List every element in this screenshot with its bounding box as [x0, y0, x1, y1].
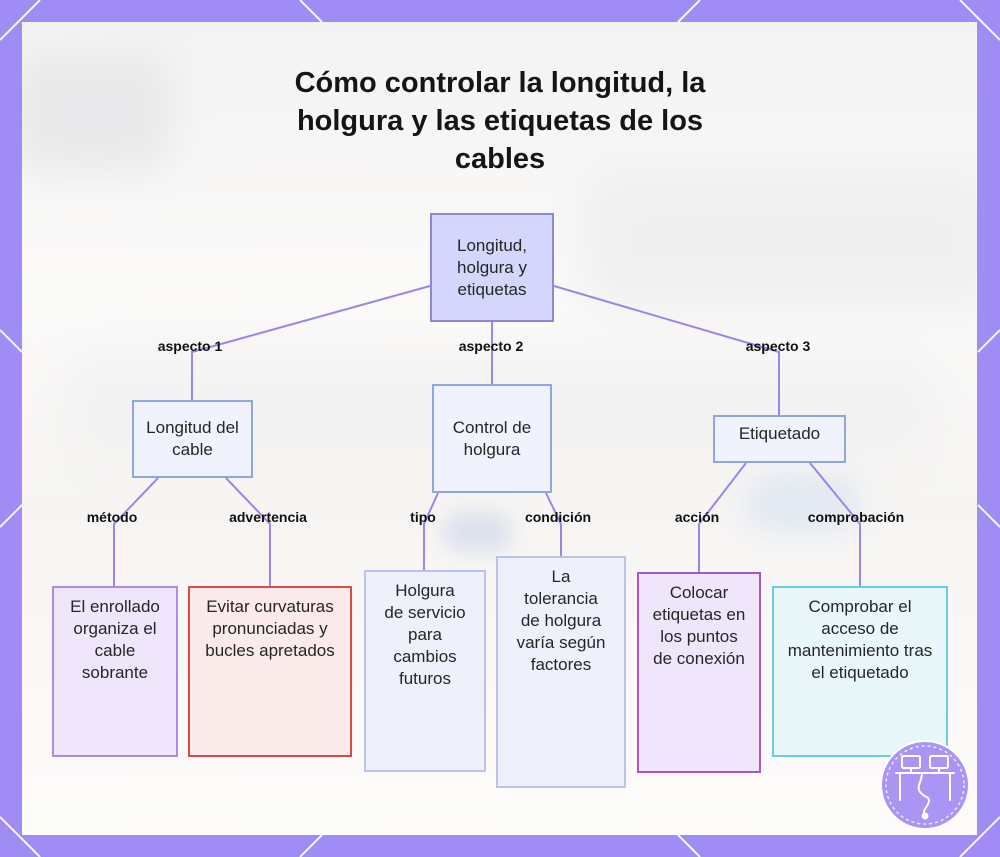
node-labeling-label: Etiquetado [738, 424, 821, 443]
node-cable-length-label: Longitud del cable [146, 418, 239, 459]
edge-label-method: método [86, 509, 138, 525]
edge-label-action: acción [674, 509, 720, 525]
diagram-title: Cómo controlar la longitud, la holgura y… [294, 67, 706, 175]
leaf-place-labels-label: Colocar etiquetas en los puntos de conex… [652, 583, 746, 668]
edge-label-aspect-3: aspecto 3 [745, 338, 811, 354]
edge-label-aspect-2: aspecto 2 [458, 338, 524, 354]
leaf-avoid-bends: Evitar curvaturas pronunciadas y bucles … [188, 586, 352, 757]
leaf-service-slack-label: Holgura de servicio para cambios futuros [384, 581, 466, 688]
node-slack-control: Control de holgura [432, 384, 552, 493]
node-cable-length: Longitud del cable [132, 400, 253, 478]
leaf-slack-tolerance-label: La tolerancia de holgura varía según fac… [516, 567, 606, 674]
cable-workstation-icon [880, 740, 970, 830]
root-node-label: Longitud, holgura y etiquetas [457, 235, 527, 299]
edge-label-aspect-1: aspecto 1 [157, 338, 223, 354]
leaf-slack-tolerance: La tolerancia de holgura varía según fac… [496, 556, 626, 788]
leaf-coiling-label: El enrollado organiza el cable sobrante [70, 597, 160, 682]
edge-label-condition: condición [524, 509, 592, 525]
root-node: Longitud, holgura y etiquetas [430, 213, 554, 322]
edge-label-type: tipo [410, 509, 436, 525]
edge-label-check: comprobación [807, 509, 905, 525]
edge-label-warning: advertencia [229, 509, 307, 525]
node-slack-control-label: Control de holgura [452, 417, 532, 459]
leaf-coiling: El enrollado organiza el cable sobrante [52, 586, 178, 757]
leaf-place-labels: Colocar etiquetas en los puntos de conex… [637, 572, 761, 773]
leaf-service-slack: Holgura de servicio para cambios futuros [364, 570, 486, 772]
leaf-check-access-label: Comprobar el acceso de mantenimiento tra… [787, 597, 933, 682]
leaf-avoid-bends-label: Evitar curvaturas pronunciadas y bucles … [205, 597, 335, 660]
node-labeling: Etiquetado [713, 415, 846, 463]
leaf-check-access: Comprobar el acceso de mantenimiento tra… [772, 586, 948, 757]
